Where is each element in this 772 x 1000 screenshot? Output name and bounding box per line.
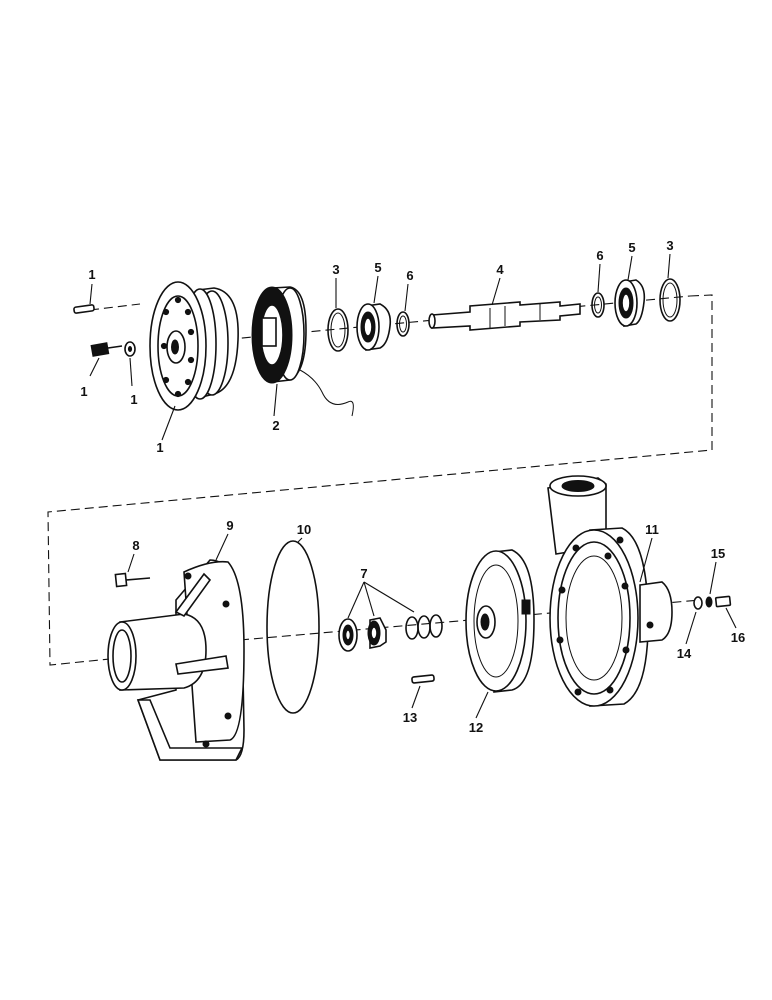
part-13-key	[411, 674, 435, 684]
part-7-spring	[405, 614, 443, 640]
part-9-bracket	[107, 559, 245, 761]
part-4-shaft	[428, 301, 581, 331]
callout-3-right: 3	[666, 238, 673, 253]
part-2-field-coil	[251, 286, 354, 417]
callout-3-left: 3	[332, 262, 339, 277]
callout-5-left: 5	[374, 260, 381, 275]
part-6-ring-left	[396, 311, 410, 337]
part-12-impeller	[465, 549, 535, 693]
callout-16-screw: 16	[731, 630, 745, 645]
part-15-lockwasher	[705, 596, 713, 608]
callout-14-washer: 14	[677, 646, 692, 661]
part-7-seal	[338, 617, 387, 652]
callout-13-key: 13	[403, 710, 417, 725]
callout-9-bracket: 9	[226, 518, 233, 533]
part-1-pin	[73, 304, 95, 314]
callout-15-lockwasher: 15	[711, 546, 725, 561]
callout-2-coil: 2	[272, 418, 279, 433]
callout-8-bolt: 8	[132, 538, 139, 553]
callout-10-gasket: 10	[297, 522, 311, 537]
callout-6-right: 6	[596, 248, 603, 263]
part-8-bolt	[114, 572, 151, 588]
part-1-bolt	[90, 342, 123, 357]
part-3-snap-ring-right	[659, 278, 681, 322]
callout-4-shaft: 4	[496, 262, 504, 277]
part-16-screw	[714, 595, 732, 608]
part-5-bearing-left	[356, 303, 392, 351]
part-11-casing	[547, 475, 673, 707]
leader-lines	[89, 253, 737, 719]
callout-1-pin: 1	[88, 267, 95, 282]
part-10-gasket	[266, 540, 320, 714]
callout-1-pulley: 1	[156, 440, 163, 455]
part-1-pulley	[149, 281, 239, 411]
callout-11-casing: 11	[645, 522, 659, 537]
part-14-washer	[693, 596, 703, 610]
callout-numbers: 1 1 1 1 2 3 5 6 4 6 5 3 8 9 10 7 11 12 1…	[80, 238, 745, 735]
callout-5-right: 5	[628, 240, 635, 255]
part-6-ring-right	[591, 292, 605, 318]
callout-1-bolt: 1	[80, 384, 87, 399]
callout-1-washer: 1	[130, 392, 137, 407]
callout-6-left: 6	[406, 268, 413, 283]
part-1-washer	[124, 341, 136, 357]
callout-7-seal: 7	[360, 566, 367, 581]
callout-12-impeller: 12	[469, 720, 483, 735]
part-5-bearing-right	[614, 279, 646, 327]
part-3-snap-ring-left	[327, 308, 349, 352]
